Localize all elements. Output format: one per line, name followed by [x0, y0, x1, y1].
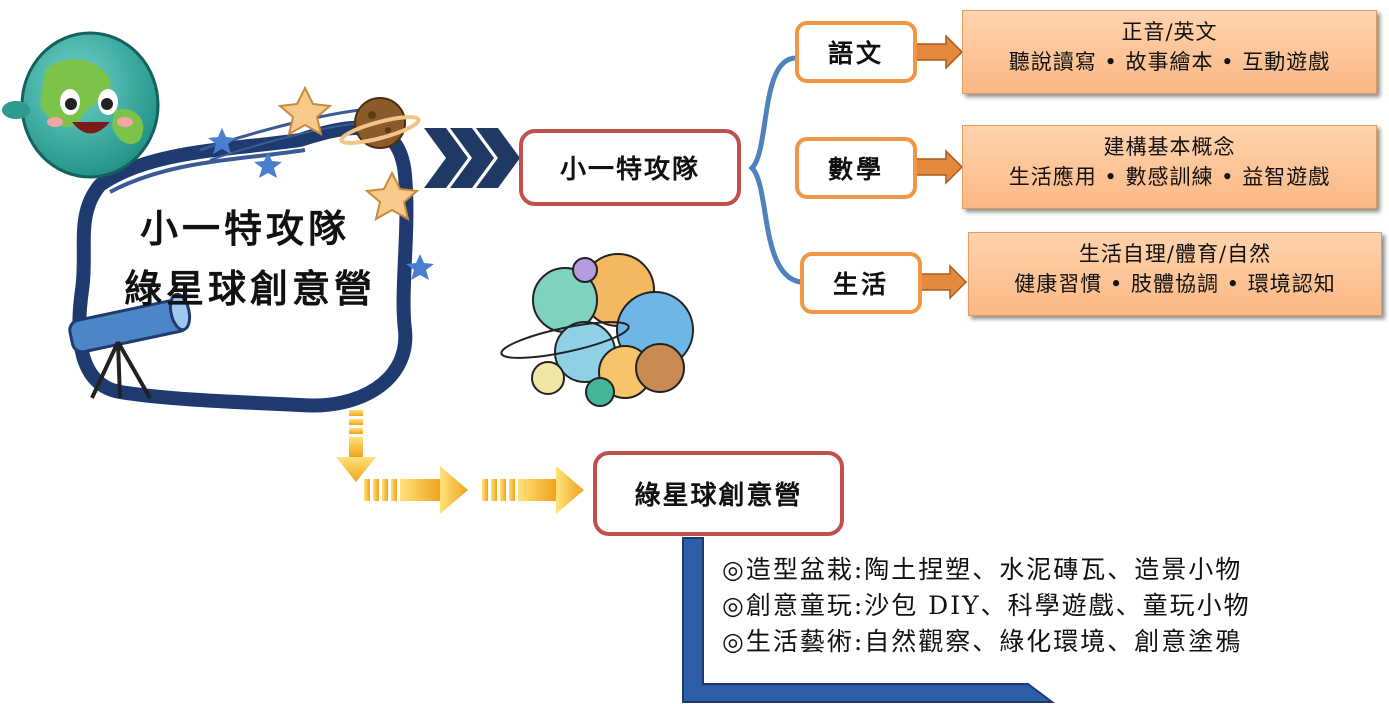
- note-line2: 健康習慣 • 肢體協調 • 環境認知: [1014, 272, 1336, 296]
- note-line2: 聽說讀寫 • 故事繪本 • 互動遊戲: [1008, 50, 1331, 74]
- list-item: ◎創意童玩:沙包 DIY、科學遊戲、童玩小物: [722, 591, 1251, 620]
- gold-arrow-icon: [336, 410, 584, 514]
- earth-mascot-icon: [2, 31, 160, 179]
- note-line1: 建構基本概念: [1103, 135, 1236, 159]
- bracket-connector: [748, 55, 803, 285]
- subject-pill-life: 生活: [800, 252, 922, 314]
- orange-arrow-icon: [915, 34, 968, 300]
- note-line1: 生活自理/體育/自然: [1078, 242, 1272, 266]
- subject-note-math: 建構基本概念 生活應用 • 數感訓練 • 益智遊戲: [962, 125, 1377, 209]
- branch-node-top: 小一特攻隊: [519, 129, 741, 206]
- activity-list: ◎造型盆栽:陶土捏塑、水泥磚瓦、造景小物 ◎創意童玩:沙包 DIY、科學遊戲、童…: [722, 552, 1362, 660]
- branch-node-bottom: 綠星球創意營: [593, 451, 844, 536]
- ribbon-connector: [682, 537, 1055, 703]
- chevron-arrow-icon: [424, 128, 520, 188]
- telescope-icon: [68, 292, 192, 399]
- ringed-planet-icon: [339, 97, 421, 149]
- note-line1: 正音/英文: [1121, 20, 1218, 44]
- list-item: ◎生活藝術:自然觀察、綠化環境、創意塗鴉: [722, 627, 1243, 656]
- branch-node-bottom-label: 綠星球創意營: [634, 481, 803, 511]
- subject-pill-math: 數學: [795, 137, 917, 199]
- subject-note-life: 生活自理/體育/自然 健康習慣 • 肢體協調 • 環境認知: [968, 232, 1382, 316]
- star-icon: [277, 85, 420, 221]
- note-line2: 生活應用 • 數感訓練 • 益智遊戲: [1008, 165, 1331, 189]
- branch-node-top-label: 小一特攻隊: [559, 155, 700, 185]
- main-title-line2: 綠星球創意營: [123, 266, 376, 311]
- subject-note-language: 正音/英文 聽說讀寫 • 故事繪本 • 互動遊戲: [962, 10, 1377, 94]
- planet-cluster-icon: [500, 253, 694, 407]
- main-title-line1: 小一特攻隊: [139, 206, 350, 251]
- subject-pill-language: 語文: [795, 21, 917, 83]
- list-item: ◎造型盆栽:陶土捏塑、水泥磚瓦、造景小物: [722, 555, 1243, 584]
